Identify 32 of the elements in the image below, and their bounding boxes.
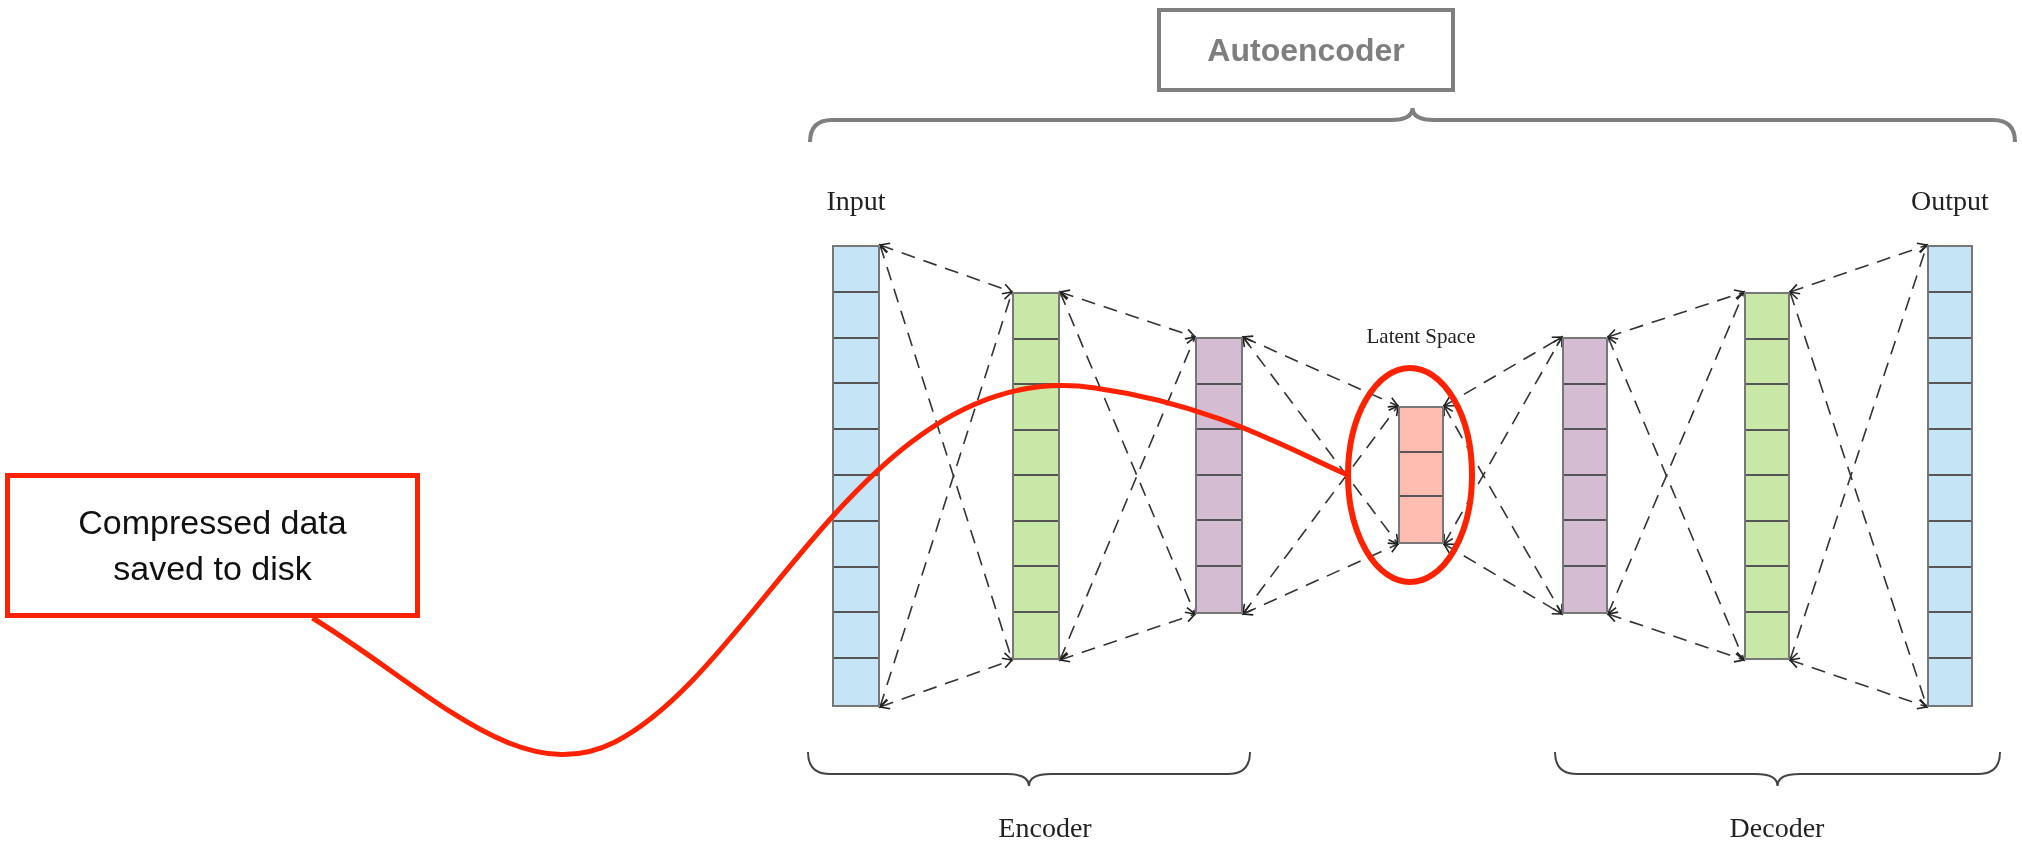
dashed-connector [879, 242, 1013, 295]
dashed-connector [877, 244, 1015, 661]
dashed-connector [1058, 291, 1197, 615]
dashed-connector [1242, 405, 1399, 615]
dashed-connector [1607, 289, 1745, 340]
dashed-connector [1443, 336, 1563, 407]
brace-label: Encoder [997, 812, 1093, 844]
dashed-connector [1443, 336, 1563, 545]
brace-label: Decoder [1728, 812, 1826, 844]
layer-label: Input [825, 185, 887, 217]
dashed-connector [1059, 289, 1196, 340]
dashed-connector [1606, 336, 1746, 661]
title-box: Autoencoder [1157, 8, 1455, 92]
dashed-connector [877, 291, 1015, 708]
layer-label: Latent Space [1365, 324, 1477, 349]
dashed-connector [1443, 405, 1563, 615]
dashed-connector [1787, 244, 1930, 661]
dashed-connector [1242, 336, 1399, 545]
dashed-connector [1606, 291, 1746, 615]
dashed-connector [1787, 291, 1930, 708]
dashed-connector [1607, 611, 1745, 663]
dashed-connector [1059, 611, 1196, 663]
note-box: Compressed data saved to disk [5, 473, 420, 618]
dashed-connector [1242, 335, 1399, 408]
dashed-connector [1242, 542, 1399, 616]
dashed-connector [1789, 242, 1928, 295]
dashed-connector [1443, 543, 1563, 615]
dashed-connector [879, 657, 1013, 710]
layer-label: Output [1910, 185, 1990, 217]
leader-line [311, 384, 1349, 757]
dashed-connector [1789, 657, 1928, 710]
dashed-connector [1058, 336, 1197, 661]
